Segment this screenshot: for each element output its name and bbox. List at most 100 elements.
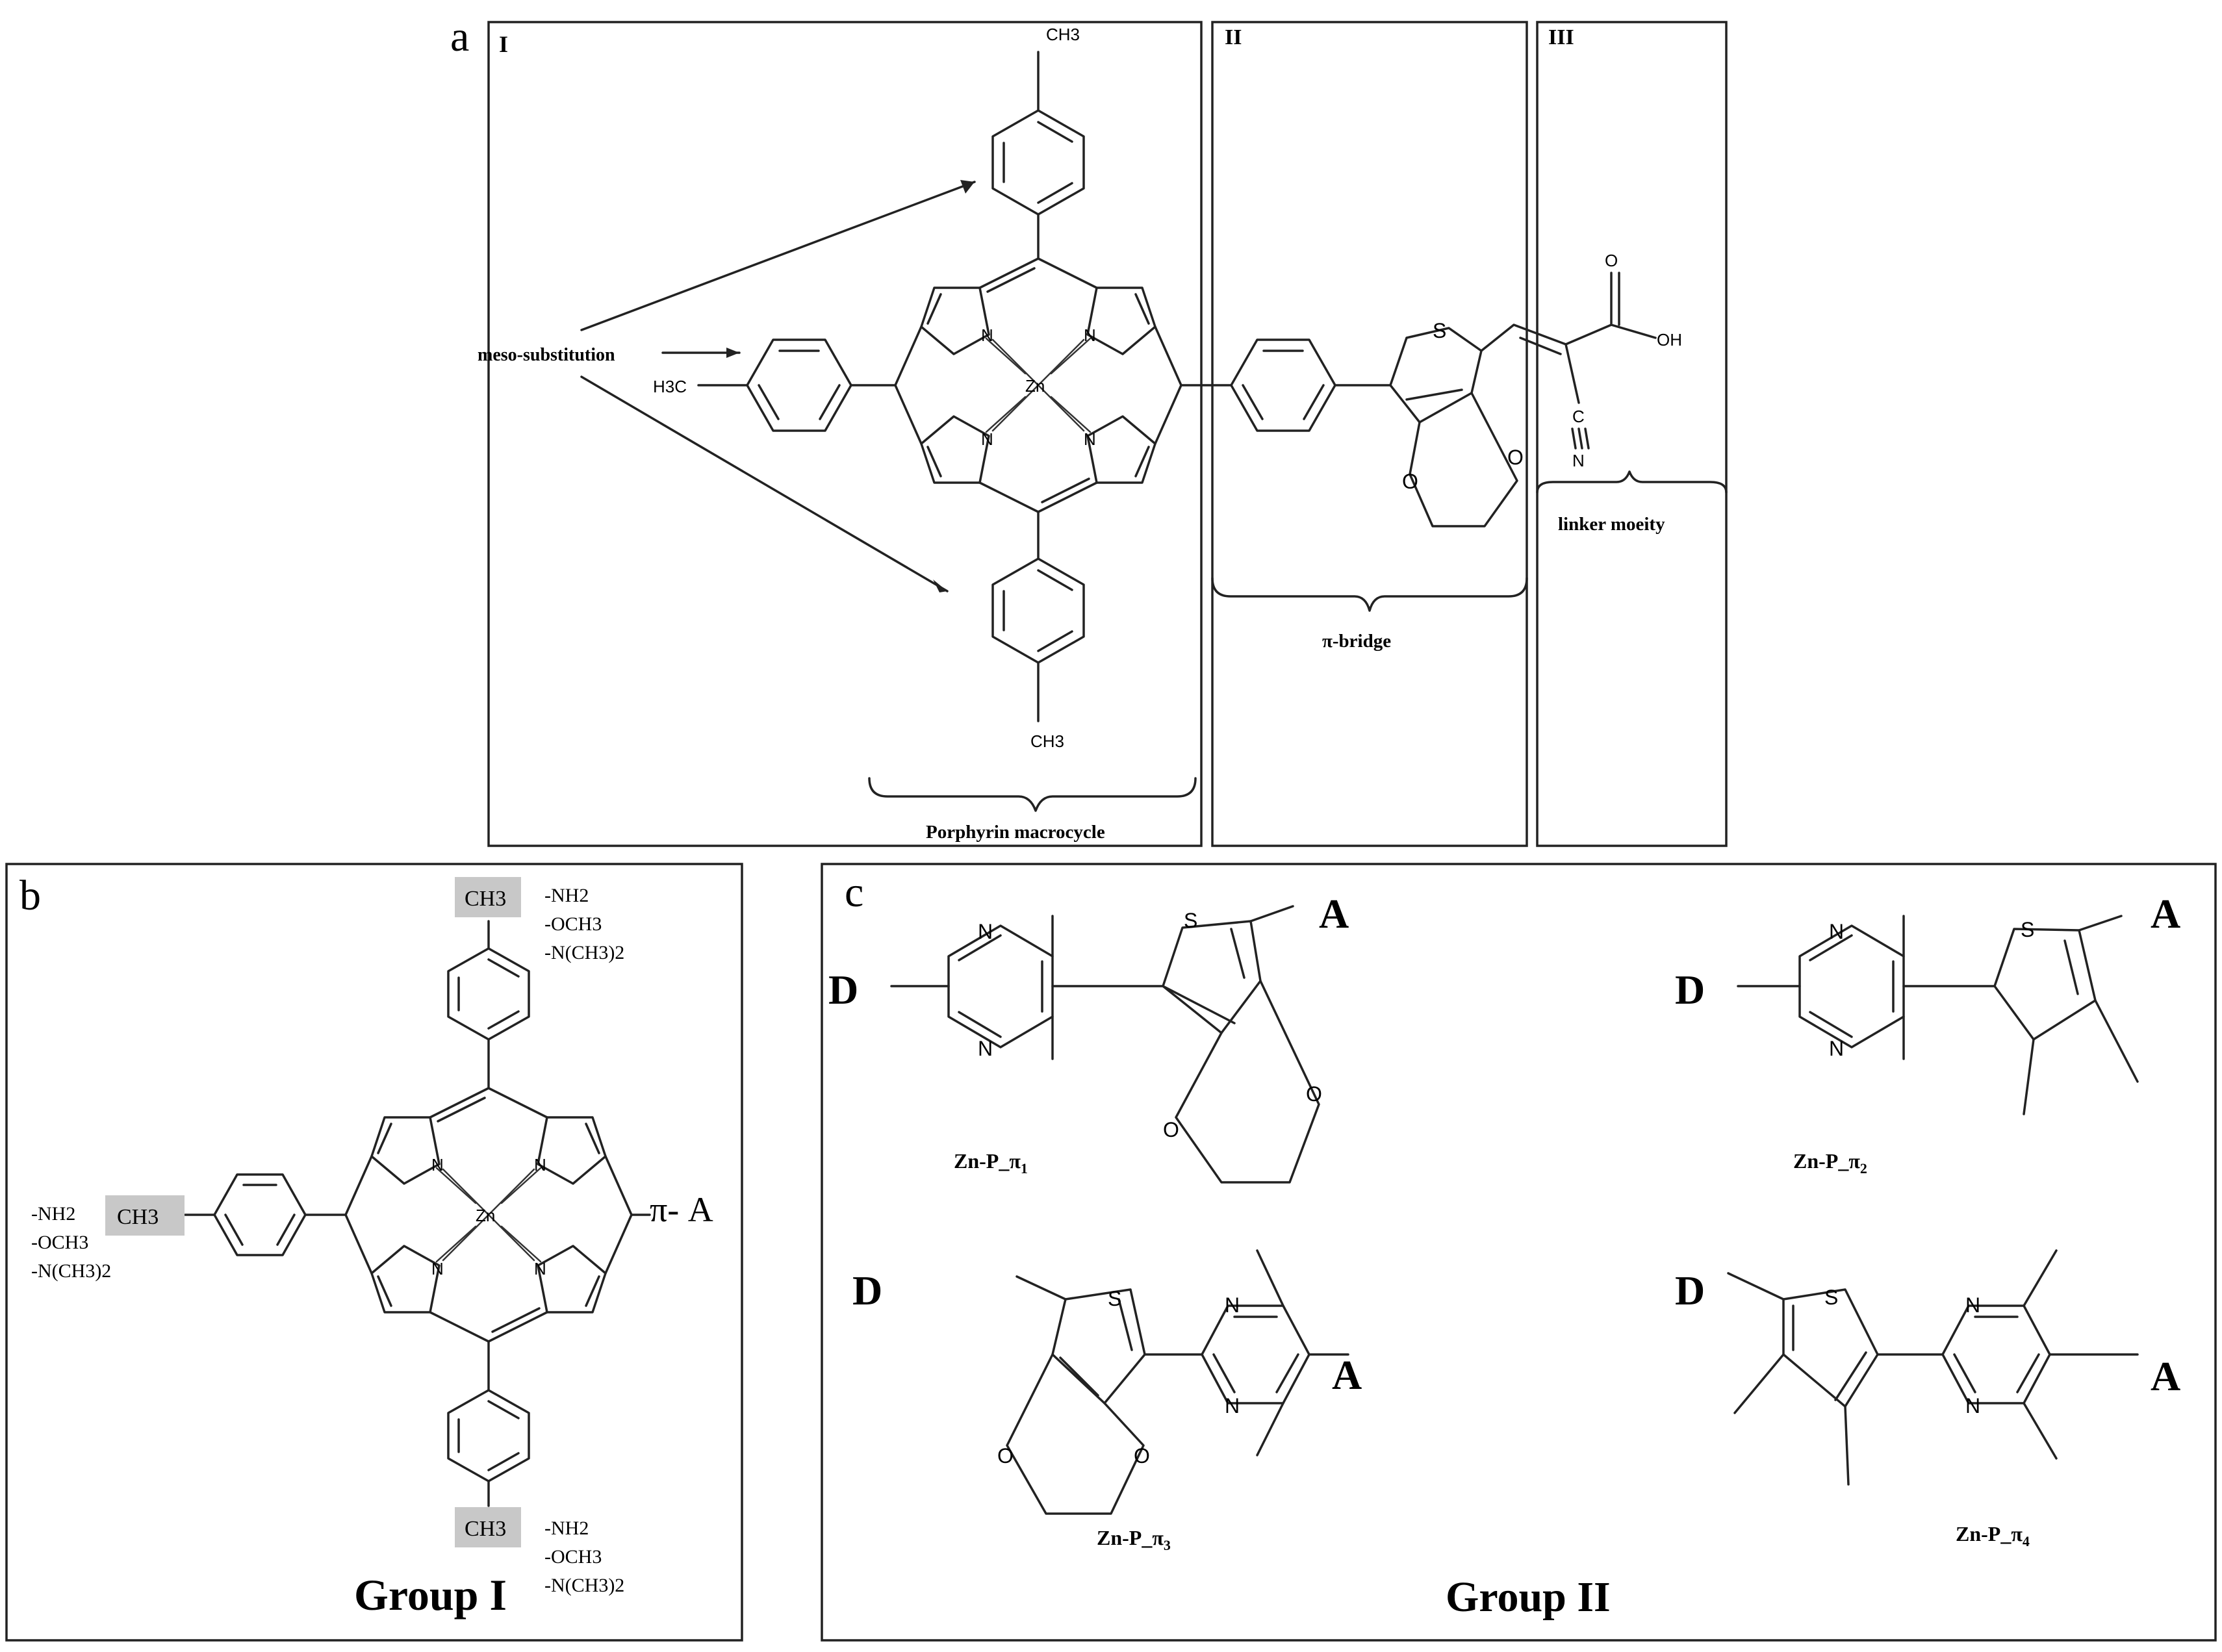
region-I-box [487,21,1203,847]
panel-b: b N N N N Zn [5,863,743,1642]
substituents-left: -NH2 -OCH3 -N(CH3)2 [31,1203,111,1282]
n-atom: N [1084,429,1096,449]
n-atom: N [981,429,993,449]
s-atom: S [2021,918,2034,941]
structure-label: Zn-P_π3 [1097,1526,1171,1553]
structure-label: Zn-P_π1 [954,1149,1028,1176]
h3c-label: H3C [653,377,687,396]
pi-a-label: π- A [650,1190,713,1229]
top-phenyl-a: CH3 [991,25,1085,260]
donor-label: D [1675,1267,1705,1314]
s-atom: S [1824,1286,1838,1309]
o-atom: O [997,1444,1014,1468]
o-atom: O [1306,1082,1322,1106]
right-phenyl-a [1180,338,1392,432]
oh-label: OH [1657,330,1682,349]
region-I-label: I [499,31,508,57]
donor-label: D [1675,967,1705,1013]
left-phenyl-a: H3C [653,338,897,432]
ch3-highlight-label: CH3 [465,887,506,911]
n-atom: N [534,1155,546,1175]
panel-c-frame [821,863,2217,1642]
n-atom: N [1572,451,1585,470]
linker-label: linker moeity [1558,514,1665,535]
zn-atom: Zn [1025,376,1045,396]
s-atom: S [1108,1287,1121,1310]
ch3-highlight-bottom [455,1507,521,1547]
substituents-bottom: -NH2 -OCH3 -N(CH3)2 [544,1518,624,1596]
bottom-phenyl-a: CH3 [991,511,1085,751]
acceptor-label: A [2151,1353,2180,1399]
donor-label: D [828,967,858,1013]
porphyrin-label: Porphyrin macrocycle [926,822,1105,843]
acceptor-label: A [1319,891,1349,937]
structure-3: S N N O O D A Zn-P_π3 [852,1249,1362,1553]
substituent: -NH2 [544,885,589,906]
porphyrin-brace [868,777,1197,812]
n-atom: N [978,1037,993,1060]
bridge-brace [1211,577,1528,612]
ch3-highlight-left [105,1195,185,1236]
region-III-label: III [1548,25,1574,49]
n-atom: N [1829,1037,1844,1060]
n-atom: N [981,325,993,345]
o-atom: O [1605,251,1618,270]
n-atom: N [534,1259,546,1278]
region-II-box [1211,21,1528,847]
o-atom: O [1507,446,1524,469]
edot-thiophene-a: S O O [1389,319,1524,527]
substituent: -N(CH3)2 [31,1260,111,1282]
ch3-label: CH3 [1046,25,1080,44]
substituent: -OCH3 [544,1546,602,1568]
meso-substitution-label: meso-substitution [478,345,615,365]
structure-2: N N S D A Zn-P_π2 [1675,891,2180,1176]
c-atom: C [1572,407,1585,426]
meso-arrows [580,180,976,592]
o-atom: O [1163,1118,1179,1141]
panel-a-letter: a [450,13,469,60]
zn-atom: Zn [476,1206,495,1225]
s-atom: S [1433,319,1446,342]
linker-brace [1536,470,1728,494]
structure-label: Zn-P_π2 [1793,1149,1867,1176]
porphyrin-a: N N N N Zn [894,257,1182,513]
substituents-top: -NH2 -OCH3 -N(CH3)2 [544,885,624,963]
n-atom: N [1084,325,1096,345]
ch3-highlight-label: CH3 [465,1517,506,1541]
acceptor-label: A [1332,1352,1362,1398]
n-atom: N [431,1155,444,1175]
o-atom: O [1134,1444,1150,1468]
group-ii-label: Group II [1446,1573,1611,1621]
ch3-highlight-label: CH3 [117,1205,159,1229]
n-atom: N [431,1259,444,1278]
ch3-label: CH3 [1030,731,1064,751]
panel-b-letter: b [19,872,41,919]
substituent: -OCH3 [544,913,602,935]
n-atom: N [1225,1293,1240,1317]
left-phenyl-b [184,1173,347,1256]
region-II-label: II [1225,25,1242,49]
panel-c-letter: c [845,869,863,916]
substituent: -OCH3 [31,1232,88,1253]
porphyrin-b: N N N N Zn [344,1087,633,1343]
panel-a: a I II III [450,13,1728,847]
n-atom: N [1965,1394,1980,1417]
n-atom: N [1965,1293,1980,1317]
cyanoacrylic-linker: O OH C N [1480,251,1682,470]
n-atom: N [978,920,993,943]
group-i-label: Group I [354,1570,507,1620]
substituent: -NH2 [544,1518,589,1539]
region-III-box [1536,21,1728,847]
panel-c: c N N S O O D A Zn-P_π1 [821,863,2217,1642]
acceptor-label: A [2151,891,2180,937]
structure-label: Zn-P_π4 [1956,1522,2030,1549]
o-atom: O [1402,470,1418,493]
s-atom: S [1184,909,1197,932]
n-atom: N [1225,1394,1240,1417]
n-atom: N [1829,920,1844,943]
donor-label: D [852,1267,882,1314]
bottom-phenyl-b [447,1340,530,1507]
structure-4: S N N D A Zn-P_π4 [1675,1249,2180,1549]
